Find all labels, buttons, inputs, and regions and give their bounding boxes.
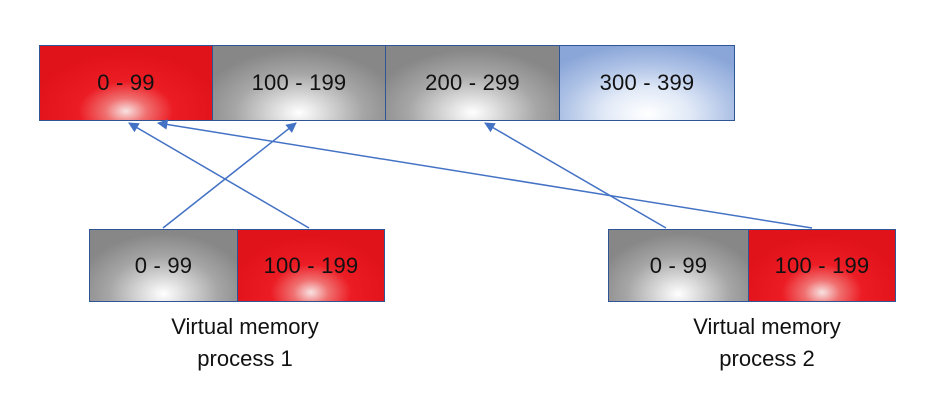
arrow-p1-100-199-to-phys-0-99 bbox=[128, 122, 310, 229]
arrow-p2-100-199-to-phys-0-99 bbox=[156, 119, 813, 229]
process1-block-label: 0 - 99 bbox=[134, 252, 193, 278]
process2-block-100-199: 100 - 199 bbox=[748, 229, 896, 302]
process2-caption: Virtual memory process 2 bbox=[652, 311, 882, 375]
process1-caption: Virtual memory process 1 bbox=[130, 311, 360, 375]
process1-block-label: 100 - 199 bbox=[263, 252, 359, 278]
process1-block-0-99: 0 - 99 bbox=[89, 229, 238, 302]
physical-block-100-199: 100 - 199 bbox=[212, 45, 386, 121]
process1-caption-line2: process 1 bbox=[197, 346, 293, 371]
physical-block-label: 100 - 199 bbox=[251, 70, 347, 95]
process2-block-label: 100 - 199 bbox=[774, 252, 870, 278]
process2-caption-line1: Virtual memory bbox=[693, 314, 841, 339]
process1-caption-line1: Virtual memory bbox=[171, 314, 319, 339]
process1-block-100-199: 100 - 199 bbox=[237, 229, 385, 302]
physical-block-label: 300 - 399 bbox=[599, 70, 695, 95]
process2-block-label: 0 - 99 bbox=[649, 252, 708, 278]
physical-block-200-299: 200 - 299 bbox=[385, 45, 560, 121]
arrow-p2-0-99-to-phys-200-299 bbox=[484, 122, 667, 229]
arrow-p1-0-99-to-phys-100-199 bbox=[162, 122, 297, 229]
process2-block-0-99: 0 - 99 bbox=[608, 229, 749, 302]
physical-block-label: 0 - 99 bbox=[97, 70, 155, 95]
physical-block-300-399: 300 - 399 bbox=[559, 45, 735, 121]
physical-block-0-99: 0 - 99 bbox=[39, 45, 213, 121]
process2-caption-line2: process 2 bbox=[719, 346, 815, 371]
physical-block-label: 200 - 299 bbox=[425, 70, 520, 95]
